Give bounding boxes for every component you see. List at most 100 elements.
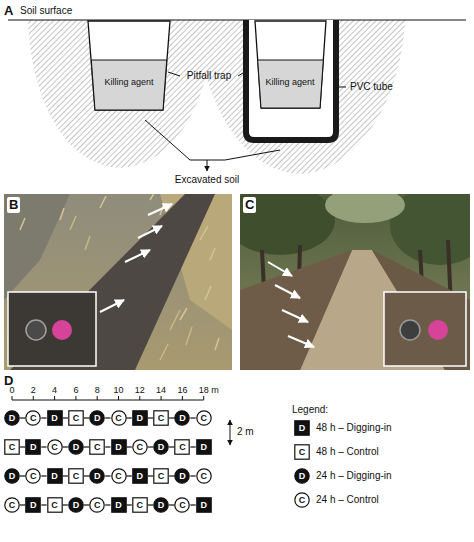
liquid-label: Killing agent <box>265 77 314 88</box>
part-label: PVC tube <box>350 81 393 93</box>
row-line <box>190 504 195 505</box>
legend-text: 24 h – Digging-in <box>316 470 392 482</box>
treatment-symbol: C <box>111 468 127 484</box>
scale-number: 18 m <box>199 385 219 396</box>
treatment-symbol: D <box>4 468 20 484</box>
legend-swatch <box>295 469 309 483</box>
row-line <box>41 504 46 505</box>
treatment-symbol: D <box>132 468 148 484</box>
row-line <box>169 475 174 476</box>
symbol-letter: C <box>174 439 190 455</box>
symbol-letter: D <box>111 439 127 455</box>
panel-letter: A <box>4 3 13 19</box>
legend-heading: Legend: <box>292 404 328 416</box>
treatment-symbol: D <box>68 439 84 455</box>
symbol-letter: C <box>47 439 63 455</box>
swatch-letter: C <box>299 447 306 458</box>
legend-text: 48 h – Control <box>316 446 379 458</box>
symbol-letter: C <box>47 497 63 513</box>
scale-number: 10 <box>113 385 123 396</box>
row-line <box>20 417 25 418</box>
treatment-symbol: C <box>111 410 127 426</box>
photo-wooded-site <box>240 194 470 370</box>
row-line <box>127 417 132 418</box>
row-line <box>105 446 110 447</box>
treatment-symbol: C <box>68 468 84 484</box>
row-line <box>127 446 132 447</box>
legend-swatch <box>295 445 309 459</box>
symbol-letter: D <box>174 410 190 426</box>
symbol-letter: C <box>196 410 212 426</box>
treatment-symbol: C <box>132 439 148 455</box>
swatch-letter: D <box>299 423 306 434</box>
swatch-letter: C <box>299 495 306 506</box>
liquid-label: Killing agent <box>104 77 153 88</box>
symbol-letter: C <box>111 410 127 426</box>
treatment-symbol: D <box>25 439 41 455</box>
symbol-letter: C <box>4 497 20 513</box>
symbol-letter: D <box>132 468 148 484</box>
photo-open-site <box>4 194 232 370</box>
row-line <box>148 417 153 418</box>
symbol-letter: D <box>47 468 63 484</box>
treatment-symbol: C <box>4 497 20 513</box>
symbol-letter: C <box>25 410 41 426</box>
treatment-symbol: C <box>174 439 190 455</box>
treatment-symbol: D <box>153 497 169 513</box>
symbol-letter: C <box>153 410 169 426</box>
row-line <box>84 446 89 447</box>
treatment-symbol: D <box>132 410 148 426</box>
row-line <box>84 475 89 476</box>
treatment-symbol: D <box>111 497 127 513</box>
treatment-symbol: D <box>196 497 212 513</box>
row-line <box>148 475 153 476</box>
row-line <box>63 475 68 476</box>
row-line <box>105 504 110 505</box>
legend-swatch <box>295 421 309 435</box>
symbol-letter: D <box>25 439 41 455</box>
distance-scale <box>12 396 230 445</box>
surface-label: Soil surface <box>20 5 72 17</box>
treatment-symbol: C <box>25 468 41 484</box>
panel-letter: B <box>7 197 20 213</box>
scale-number: 6 <box>73 385 78 396</box>
symbol-letter: D <box>89 410 105 426</box>
panel-letter: C <box>243 197 256 213</box>
row-line <box>41 417 46 418</box>
scale-number: 0 <box>9 385 14 396</box>
row-line <box>190 417 195 418</box>
symbol-letter: D <box>4 410 20 426</box>
treatment-symbol: D <box>174 410 190 426</box>
symbol-letter: C <box>25 468 41 484</box>
treatment-symbol: D <box>174 468 190 484</box>
scale-number: 16 <box>177 385 187 396</box>
symbol-letter: D <box>68 439 84 455</box>
scale-number: 4 <box>52 385 57 396</box>
row-line <box>127 504 132 505</box>
treatment-symbol: D <box>196 439 212 455</box>
legend-text: 24 h – Control <box>316 494 379 506</box>
treatment-symbol: D <box>111 439 127 455</box>
symbol-letter: C <box>132 497 148 513</box>
row-line <box>169 417 174 418</box>
treatment-symbol: C <box>4 439 20 455</box>
treatment-symbol: D <box>89 468 105 484</box>
treatment-symbol: D <box>47 468 63 484</box>
scale-number: 2 <box>31 385 36 396</box>
symbol-letter: D <box>89 468 105 484</box>
legend-text: 48 h – Digging-in <box>316 422 392 434</box>
treatment-symbol: D <box>153 439 169 455</box>
treatment-symbol: D <box>25 497 41 513</box>
row-line <box>20 504 25 505</box>
treatment-symbol: C <box>47 497 63 513</box>
row-line <box>169 504 174 505</box>
treatment-symbol: D <box>89 410 105 426</box>
scale-number: 8 <box>95 385 100 396</box>
row-line <box>169 446 174 447</box>
treatment-symbol: C <box>196 468 212 484</box>
symbol-letter: D <box>153 497 169 513</box>
row-line <box>105 475 110 476</box>
symbol-letter: D <box>153 439 169 455</box>
